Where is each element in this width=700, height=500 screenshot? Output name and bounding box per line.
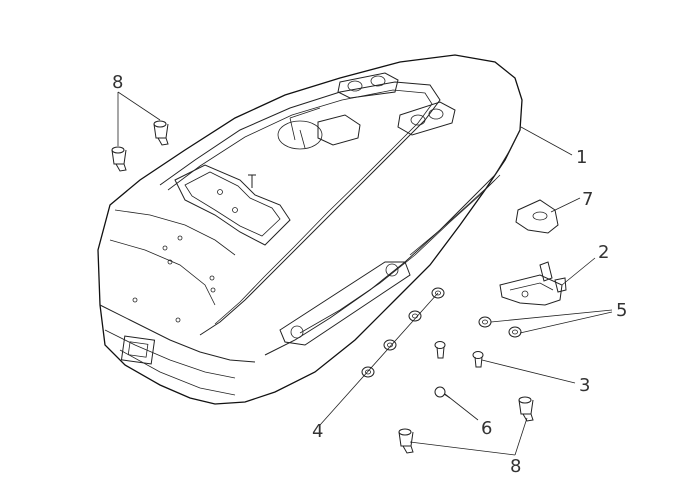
callout-3: 3 bbox=[579, 375, 590, 396]
leader-lines bbox=[117, 91, 613, 456]
rear-cowl-body bbox=[97, 54, 523, 405]
callout-7: 7 bbox=[582, 189, 593, 210]
callout-4: 4 bbox=[312, 421, 323, 442]
callout-2: 2 bbox=[598, 242, 609, 263]
latch-bracket-part-2 bbox=[499, 261, 567, 306]
callout-1: 1 bbox=[576, 147, 587, 168]
pins-part-8-top bbox=[111, 120, 169, 172]
callout-6: 6 bbox=[481, 418, 492, 439]
screws-part-3 bbox=[434, 341, 484, 368]
gasket-plate-part-7 bbox=[515, 199, 559, 234]
pins-part-8-bottom bbox=[398, 396, 534, 454]
callout-8-bottom: 8 bbox=[510, 456, 521, 477]
callout-8-top: 8 bbox=[112, 72, 123, 93]
callout-5: 5 bbox=[616, 300, 627, 321]
callout-labels: 1 7 2 5 3 6 4 8 8 bbox=[112, 72, 627, 477]
nuts-part-4 bbox=[361, 287, 445, 378]
